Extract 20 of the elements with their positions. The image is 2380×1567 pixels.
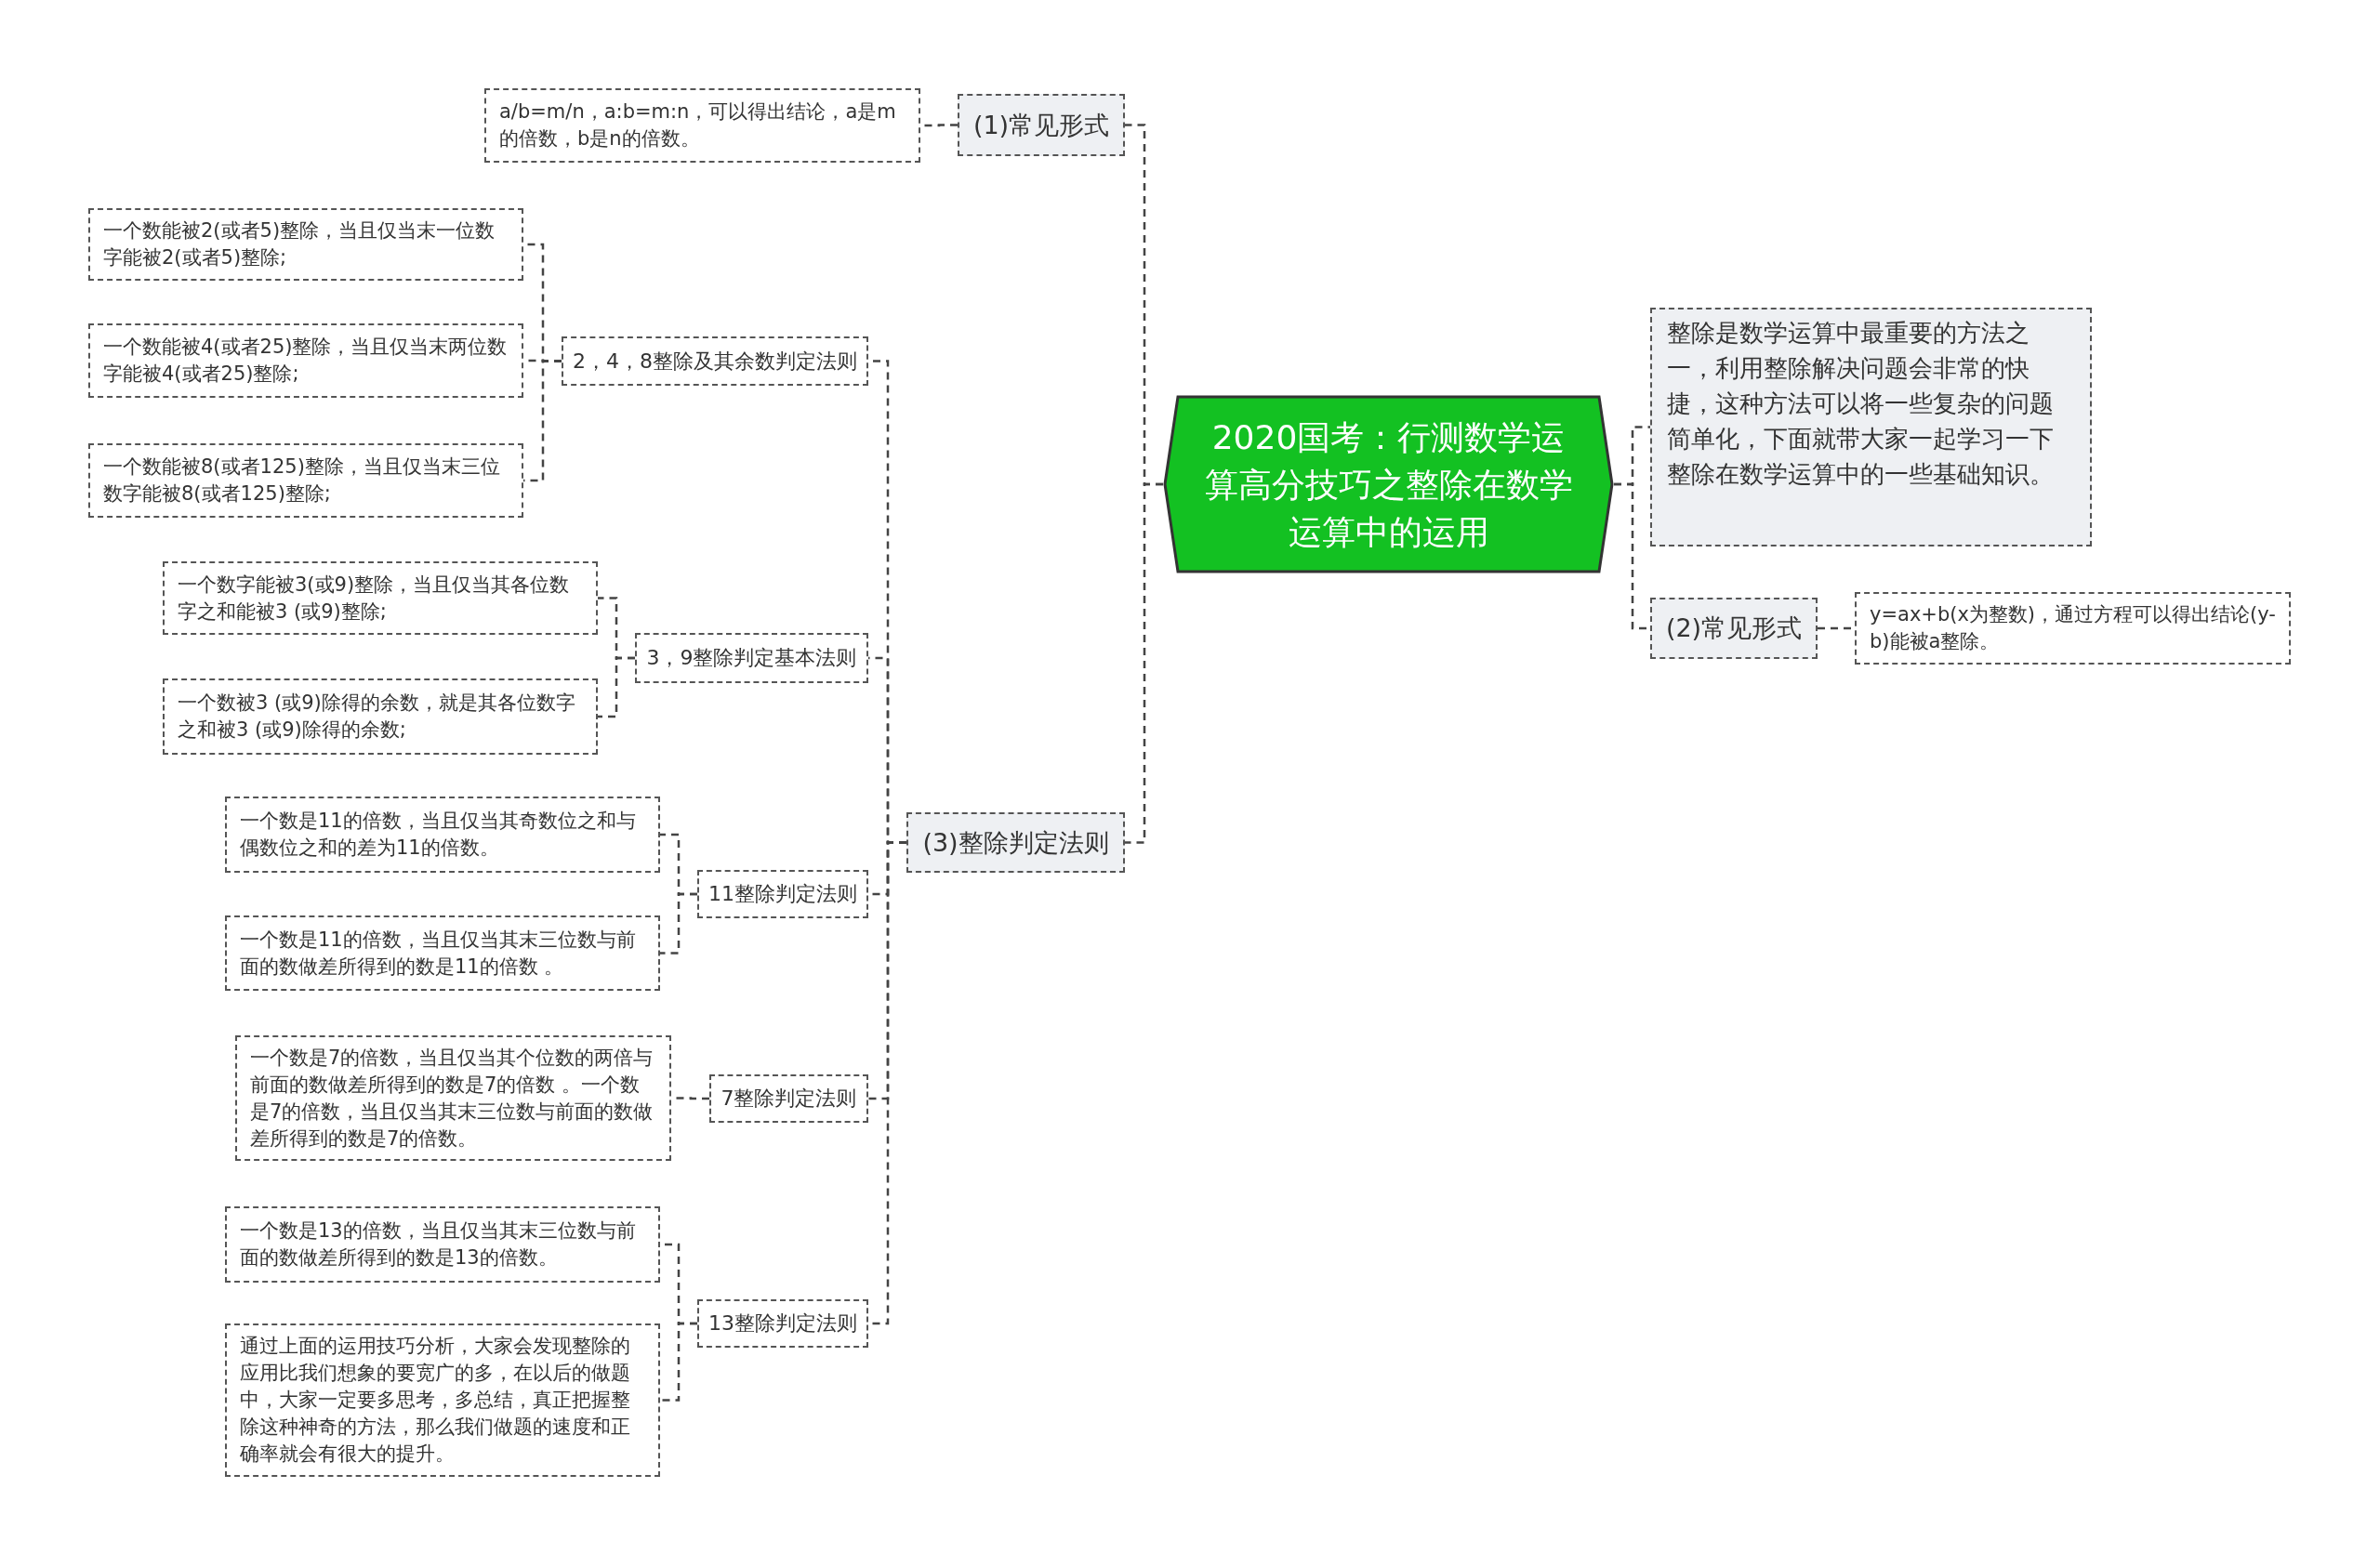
- connector: [660, 892, 697, 955]
- connector: [1125, 482, 1163, 844]
- branch-box: (3)整除判定法则: [906, 812, 1125, 873]
- note-box: y=ax+b(x为整数)，通过方程可以得出结论(y-b)能被a整除。: [1855, 592, 2291, 665]
- connector: [598, 656, 635, 718]
- note-box: 一个数是11的倍数，当且仅当其末三位数与前面的数做差所得到的数是11的倍数 。: [225, 915, 660, 991]
- note-box: 一个数能被8(或者125)整除，当且仅当末三位数字能被8(或者125)整除;: [88, 443, 523, 518]
- note-box: 通过上面的运用技巧分析，大家会发现整除的应用比我们想象的要宽广的多，在以后的做题中，大家一定要多思考，多总结，真正把握整除这种神奇的方法，那么我们做题的速度和正确率就会有很大的提升。: [225, 1323, 660, 1477]
- branch-box: (1)常见形式: [958, 94, 1125, 156]
- note-box: 一个数是13的倍数，当且仅当其末三位数与前面的数做差所得到的数是13的倍数。: [225, 1206, 660, 1283]
- branch-box: (2)常见形式: [1650, 598, 1818, 659]
- note-box: 一个数是7的倍数，当且仅当其个位数的两倍与前面的数做差所得到的数是7的倍数 。一个数是7的倍数，当且仅当其末三位数与前面的数做差所得到的数是7的倍数。: [235, 1035, 671, 1161]
- note-box: 整除是数学运算中最重要的方法之一，利用整除解决问题会非常的快捷，这种方法可以将一些复杂的问题简单化，下面就带大家一起学习一下整除在数学运算中的一些基础知识。: [1650, 308, 2092, 546]
- note-box: 一个数是11的倍数，当且仅当其奇数位之和与偶数位之和的差为11的倍数。: [225, 797, 660, 873]
- note-box: a/b=m/n，a:b=m:n，可以得出结论，a是m的倍数，b是n的倍数。: [484, 88, 920, 163]
- note-box: 一个数字能被3(或9)整除，当且仅当其各位数字之和能被3 (或9)整除;: [163, 561, 598, 635]
- note-box: 一个数被3 (或9)除得的余数，就是其各位数字之和被3 (或9)除得的余数;: [163, 678, 598, 755]
- note-box: 一个数能被4(或者25)整除，当且仅当末两位数字能被4(或者25)整除;: [88, 323, 523, 398]
- connector: [660, 1322, 697, 1402]
- note-box: 一个数能被2(或者5)整除，当且仅当末一位数字能被2(或者5)整除;: [88, 208, 523, 281]
